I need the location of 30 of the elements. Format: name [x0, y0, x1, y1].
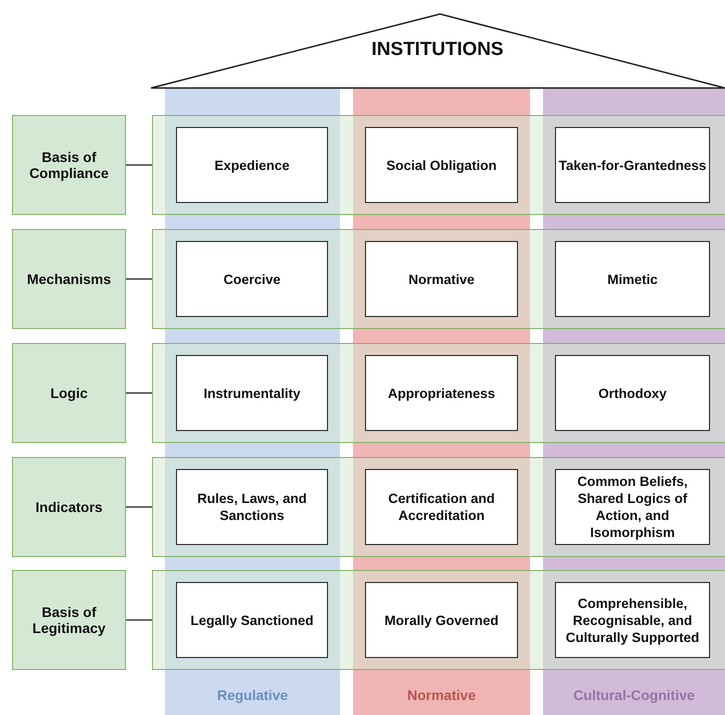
row-header-box: Mechanisms: [12, 229, 126, 329]
row-header-box: Indicators: [12, 457, 126, 557]
criterion-box: Rules, Laws, and Sanctions: [176, 469, 328, 545]
connector-line: [126, 164, 152, 166]
criterion-box: Morally Governed: [365, 582, 518, 658]
row-header-box: Basis of Legitimacy: [12, 570, 126, 670]
pillar-label: Normative: [407, 687, 476, 705]
criterion-box: Mimetic: [555, 241, 710, 317]
roof-title: INSTITUTIONS: [372, 39, 504, 61]
roof-triangle: [150, 13, 725, 89]
connector-line: [126, 278, 152, 280]
criterion-box: Normative: [365, 241, 518, 317]
criterion-box: Common Beliefs, Shared Logics of Action, and Isomorphism: [555, 469, 710, 545]
pillar-label: Regulative: [217, 687, 288, 705]
criterion-box: Orthodoxy: [555, 355, 710, 431]
criterion-box: Certification and Accreditation: [365, 469, 518, 545]
row-header-box: Logic: [12, 343, 126, 443]
connector-line: [126, 392, 152, 394]
criterion-box: Instrumentality: [176, 355, 328, 431]
criterion-box: Expedience: [176, 127, 328, 203]
pillar-label: Cultural-Cognitive: [573, 687, 695, 705]
connector-line: [126, 619, 152, 621]
criterion-box: Social Obligation: [365, 127, 518, 203]
criterion-box: Coercive: [176, 241, 328, 317]
connector-line: [126, 506, 152, 508]
criterion-box: Comprehensible, Recognisable, and Culturally Supported: [555, 582, 710, 658]
criterion-box: Taken-for-Grantedness: [555, 127, 710, 203]
criterion-box: Legally Sanctioned: [176, 582, 328, 658]
row-header-box: Basis of Compliance: [12, 115, 126, 215]
criterion-box: Appropriateness: [365, 355, 518, 431]
